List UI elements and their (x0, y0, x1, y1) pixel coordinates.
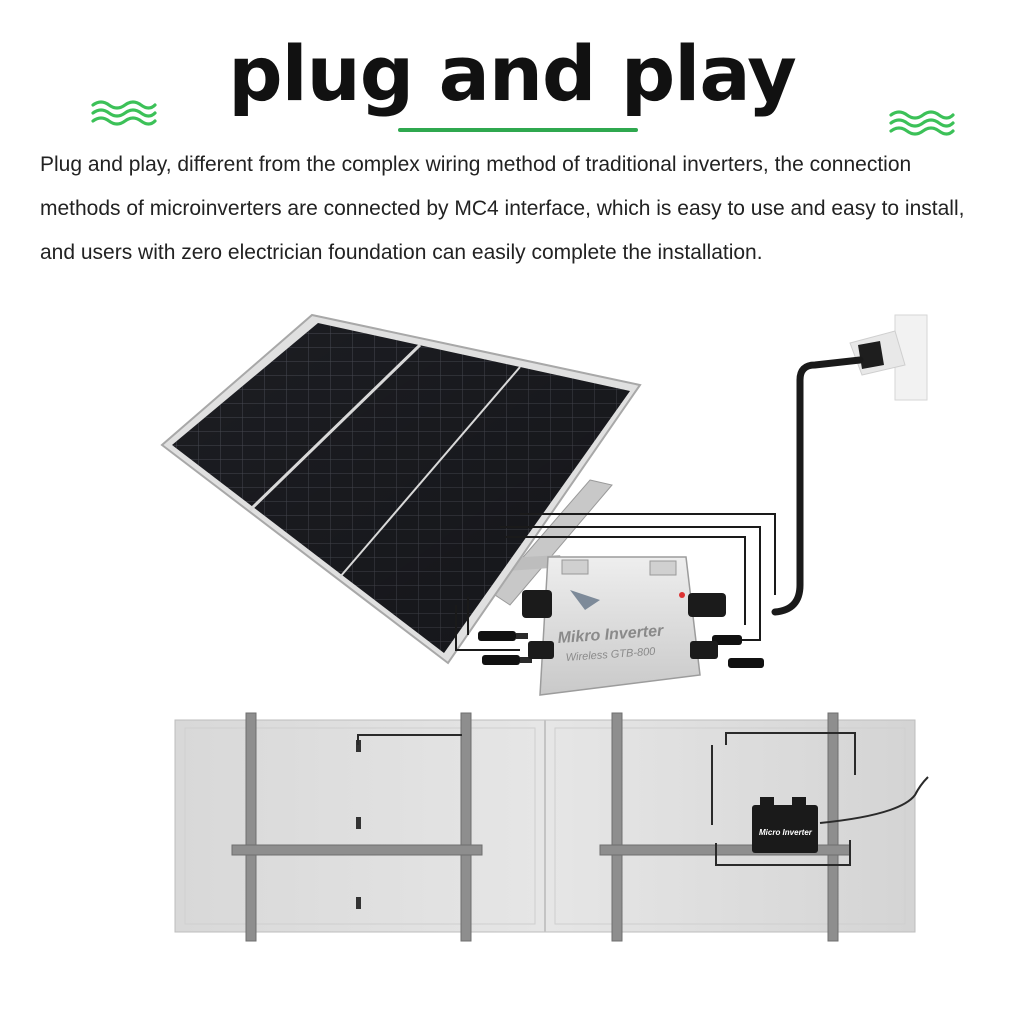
inverter-back-label: Micro Inverter (759, 828, 813, 837)
micro-inverter-back: Micro Inverter (752, 797, 818, 853)
mc4-connector-left (478, 631, 532, 665)
micro-inverter-front: Mikro Inverter Wireless GTB-800 (522, 556, 726, 696)
description-text: Plug and play, different from the comple… (40, 153, 965, 264)
mc4-connector-right (712, 635, 764, 668)
wave-icon (889, 110, 955, 136)
title-underline (398, 128, 638, 132)
dc-wires (455, 513, 776, 651)
page-title: plug and play (228, 29, 797, 118)
solar-panel-front (160, 313, 642, 665)
solar-installation-illustration: Mikro Inverter Wireless GTB-800 (160, 313, 929, 942)
wave-icon (91, 100, 157, 126)
wall-socket (849, 314, 928, 401)
panel-stand (491, 479, 613, 606)
ac-cable (771, 356, 864, 616)
